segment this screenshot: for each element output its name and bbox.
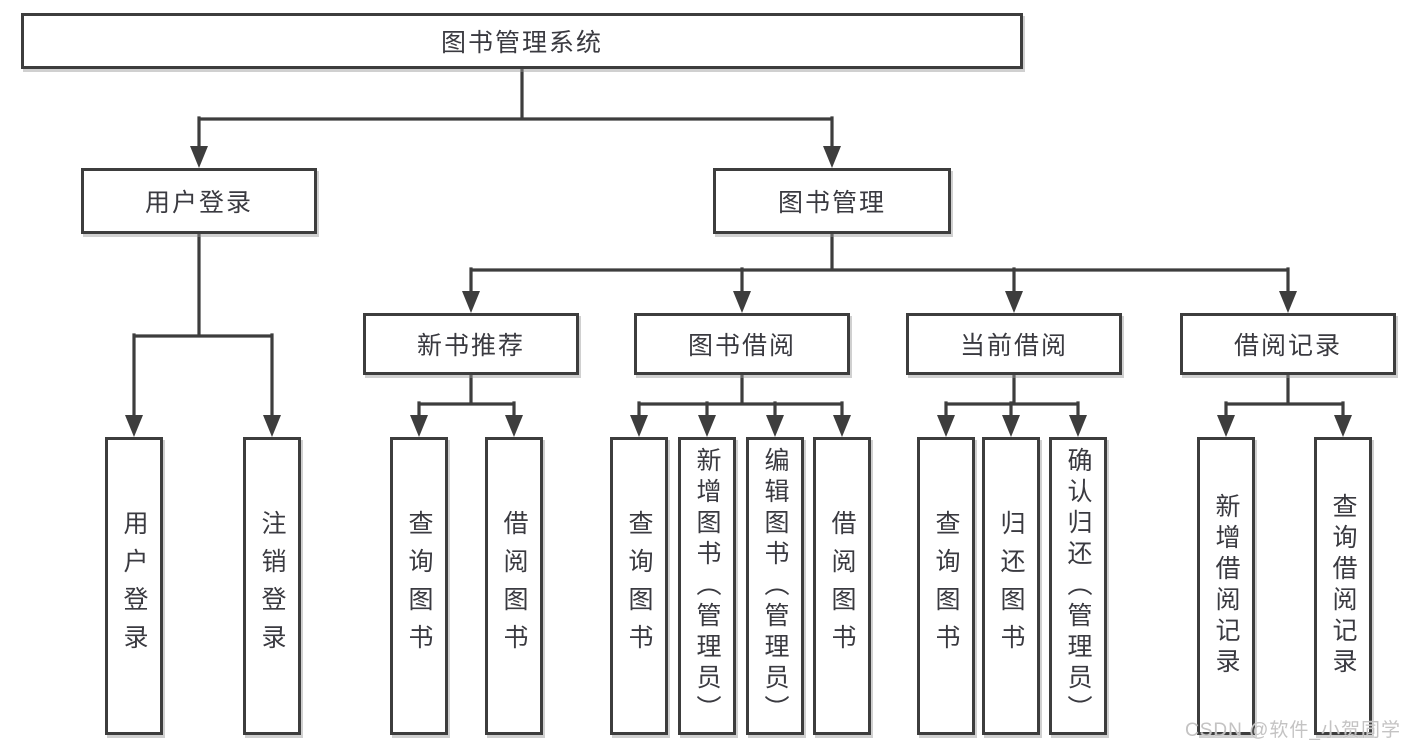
leaf-query-books-borrowing: 查询图书 xyxy=(610,437,668,735)
arrow-down-icon xyxy=(1069,415,1087,437)
leaf-add-book-admin: 新增图书（管理员） xyxy=(678,437,736,735)
leaf-logout: 注销登录 xyxy=(243,437,301,735)
arrow-down-icon xyxy=(462,291,480,313)
node-user-login: 用户登录 xyxy=(81,168,317,234)
arrow-down-icon xyxy=(125,415,143,437)
watermark: CSDN @软件_小贺同学 xyxy=(1185,720,1401,741)
leaf-query-books-current: 查询图书 xyxy=(917,437,975,735)
leaf-return-book: 归还图书 xyxy=(982,437,1040,735)
connector-line-group xyxy=(132,67,1345,421)
arrow-down-icon xyxy=(1279,291,1297,313)
arrow-down-icon xyxy=(1334,415,1352,437)
arrow-down-icon xyxy=(263,415,281,437)
arrow-down-icon xyxy=(1002,415,1020,437)
arrow-down-icon xyxy=(766,415,784,437)
node-current-borrowing: 当前借阅 xyxy=(906,313,1122,375)
connector-line xyxy=(417,373,1345,421)
arrow-down-icon xyxy=(1005,291,1023,313)
node-book-borrowing: 图书借阅 xyxy=(634,313,850,375)
connector-line xyxy=(469,232,1290,297)
arrow-down-icon xyxy=(505,415,523,437)
leaf-query-borrow-record: 查询借阅记录 xyxy=(1314,437,1372,735)
arrow-down-icon xyxy=(833,415,851,437)
leaf-user-login: 用户登录 xyxy=(105,437,163,735)
leaf-borrow-books: 借阅图书 xyxy=(813,437,871,735)
connector-line xyxy=(197,67,834,152)
leaf-add-borrow-record: 新增借阅记录 xyxy=(1197,437,1255,735)
node-system-root: 图书管理系统 xyxy=(21,13,1023,69)
arrow-down-icon xyxy=(190,146,208,168)
arrowhead-group xyxy=(125,146,1352,437)
arrow-down-icon xyxy=(733,291,751,313)
arrow-down-icon xyxy=(630,415,648,437)
node-book-management: 图书管理 xyxy=(713,168,951,234)
arrow-down-icon xyxy=(823,146,841,168)
node-new-book-recommend: 新书推荐 xyxy=(363,313,579,375)
leaf-edit-book-admin: 编辑图书（管理员） xyxy=(746,437,804,735)
node-borrow-records: 借阅记录 xyxy=(1180,313,1396,375)
arrow-down-icon xyxy=(698,415,716,437)
arrow-down-icon xyxy=(1217,415,1235,437)
leaf-confirm-return-admin: 确认归还（管理员） xyxy=(1049,437,1107,735)
leaf-query-books-recommend: 查询图书 xyxy=(390,437,448,735)
arrow-down-icon xyxy=(937,415,955,437)
arrow-down-icon xyxy=(410,415,428,437)
connector-line xyxy=(132,232,274,421)
leaf-borrow-books-recommend: 借阅图书 xyxy=(485,437,543,735)
